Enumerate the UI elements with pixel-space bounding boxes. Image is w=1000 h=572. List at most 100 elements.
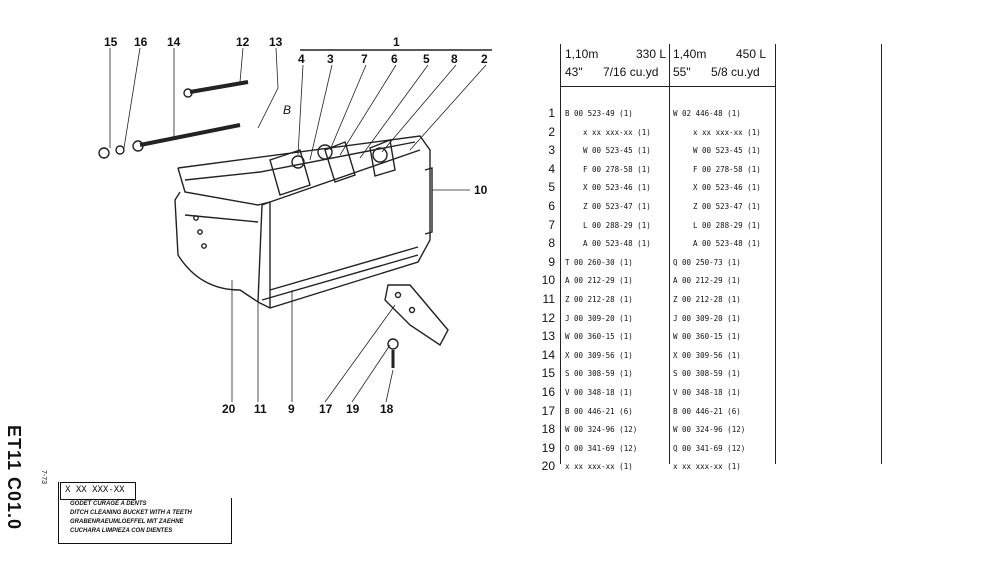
part-number-col1: B 00 446-21 (6) xyxy=(565,406,633,416)
callout-20: 20 xyxy=(222,402,236,416)
part-number-col2: W 00 523-45 (1) xyxy=(693,146,761,156)
part-number-col1: F 00 278-58 (1) xyxy=(583,164,651,174)
title-block: GODET CURAGE A DENTS DITCH CLEANING BUCK… xyxy=(60,482,232,544)
part-number-col1: T 00 260-30 (1) xyxy=(565,257,633,267)
part-number-col2: B 00 446-21 (6) xyxy=(673,406,741,416)
col2-volume: 450 L xyxy=(736,47,767,61)
ref-box: X XX XXX-XX xyxy=(60,482,136,500)
part-number-col1: L 00 288-29 (1) xyxy=(583,220,651,230)
table-divider xyxy=(669,44,670,464)
sheet-code-text: ET11 C01.0 xyxy=(4,425,24,531)
exploded-diagram: 15 16 14 12 13 1 4 3 7 6 5 8 2 10 B 20 1… xyxy=(0,0,520,440)
row-number: 9 xyxy=(548,254,555,269)
part-number-col1: Z 00 212-28 (1) xyxy=(565,295,633,304)
sheet-date: 7-73 xyxy=(40,470,47,485)
row-number: 5 xyxy=(548,180,555,195)
part-number-col1: A 00 523-48 (1) xyxy=(583,239,651,249)
row-number: 19 xyxy=(541,440,555,455)
callout-9: 9 xyxy=(288,402,295,416)
row-number: 6 xyxy=(548,199,555,213)
part-number-col1: x xx xxx-xx (1) xyxy=(565,462,633,472)
part-number-col1: J 00 309-20 (1) xyxy=(565,313,633,323)
callout-17: 17 xyxy=(319,402,333,416)
row-number: 17 xyxy=(541,403,555,418)
part-number-col2: x xx xxx-xx (1) xyxy=(693,127,761,137)
row-number: 11 xyxy=(542,292,555,306)
callout-19: 19 xyxy=(346,402,360,416)
part-number-col2: X 00 309-56 (1) xyxy=(673,350,741,360)
part-number-col2: F 00 278-58 (1) xyxy=(693,164,761,174)
callout-7: 7 xyxy=(361,52,368,66)
row-number: 4 xyxy=(548,161,555,176)
part-number-col1: W 00 360-15 (1) xyxy=(565,332,633,342)
callout-14: 14 xyxy=(167,35,181,49)
part-number-col2: V 00 348-18 (1) xyxy=(673,388,741,397)
part-number-col1: S 00 308-59 (1) xyxy=(565,369,633,379)
table-divider xyxy=(881,44,882,464)
callout-3: 3 xyxy=(327,52,334,66)
part-number-col1: O 00 341-69 (12) xyxy=(565,443,638,453)
row-number: 13 xyxy=(541,329,555,344)
title-bracket xyxy=(58,482,59,544)
part-number-col2: J 00 309-20 (1) xyxy=(673,313,741,323)
part-number-col1: V 00 348-18 (1) xyxy=(565,388,633,397)
part-number-col1: W 00 523-45 (1) xyxy=(583,146,651,156)
bucket-drawing xyxy=(98,47,492,403)
row-number: 18 xyxy=(541,422,555,437)
bucket-side-plate xyxy=(174,191,263,304)
callout-16: 16 xyxy=(134,35,148,49)
title-bracket xyxy=(231,498,232,544)
part-number-col2: X 00 523-46 (1) xyxy=(693,183,761,193)
callout-5: 5 xyxy=(423,52,430,66)
title-es: CUCHARA LIMPIEZA CON DIENTES xyxy=(70,528,173,534)
parts-table: 1,10m 330 L 43" 7/16 cu.yd 1,40m 450 L 5… xyxy=(533,44,999,473)
row-number: 1 xyxy=(548,106,555,120)
row-number: 10 xyxy=(541,273,555,288)
row-number: 16 xyxy=(541,385,555,399)
callout-11: 11 xyxy=(254,402,267,416)
col1-size: 1,10m xyxy=(565,47,599,61)
part-number-col2: Z 00 212-28 (1) xyxy=(673,295,741,304)
row-number: 20 xyxy=(541,459,555,474)
callout-1: 1 xyxy=(393,35,400,49)
callout-2: 2 xyxy=(481,52,488,66)
part-number-col2: S 00 308-59 (1) xyxy=(673,369,741,379)
col2-volume-yd: 5/8 cu.yd xyxy=(711,65,760,79)
col1-size-in: 43" xyxy=(565,65,583,79)
header-rule xyxy=(560,86,776,87)
table-divider xyxy=(775,44,776,464)
callout-12: 12 xyxy=(236,35,250,49)
row-number: 3 xyxy=(548,143,555,158)
row-number: 2 xyxy=(548,124,555,139)
row-number: 8 xyxy=(548,236,555,251)
callout-10: 10 xyxy=(474,183,488,197)
callout-15: 15 xyxy=(104,35,118,49)
row-number: 7 xyxy=(548,217,555,232)
part-number-col1: X 00 523-46 (1) xyxy=(583,183,651,193)
col1-volume: 330 L xyxy=(636,47,667,61)
title-de: GRABENRAEUMLOEFFEL MIT ZAEHNE xyxy=(70,519,184,525)
col2-size: 1,40m xyxy=(673,47,707,61)
callout-6: 6 xyxy=(391,52,398,66)
part-number-col2: x xx xxx-xx (1) xyxy=(673,462,741,472)
callout-marker-b: B xyxy=(283,103,292,117)
table-divider xyxy=(560,44,561,464)
part-number-col1: Z 00 523-47 (1) xyxy=(583,202,651,211)
title-fr: GODET CURAGE A DENTS xyxy=(70,501,147,507)
callout-13: 13 xyxy=(269,35,283,49)
tooth-drawing xyxy=(384,284,449,347)
part-number-col2: A 00 523-48 (1) xyxy=(693,239,761,249)
part-number-col1: A 00 212-29 (1) xyxy=(565,276,633,286)
part-number-col2: Q 00 250-73 (1) xyxy=(673,257,741,267)
part-number-col1: X 00 309-56 (1) xyxy=(565,350,633,360)
col1-volume-yd: 7/16 cu.yd xyxy=(603,65,659,79)
part-number-col1: x xx xxx-xx (1) xyxy=(583,127,651,137)
part-number-col2: W 00 360-15 (1) xyxy=(673,332,741,342)
sheet-code: ET11 C01.0 xyxy=(2,425,24,547)
part-number-col2: L 00 288-29 (1) xyxy=(693,220,761,230)
part-number-col1: B 00 523-49 (1) xyxy=(565,109,633,118)
title-bracket xyxy=(58,543,232,544)
callout-4: 4 xyxy=(298,52,305,66)
row-number: 15 xyxy=(541,366,555,381)
callout-18: 18 xyxy=(380,402,394,416)
